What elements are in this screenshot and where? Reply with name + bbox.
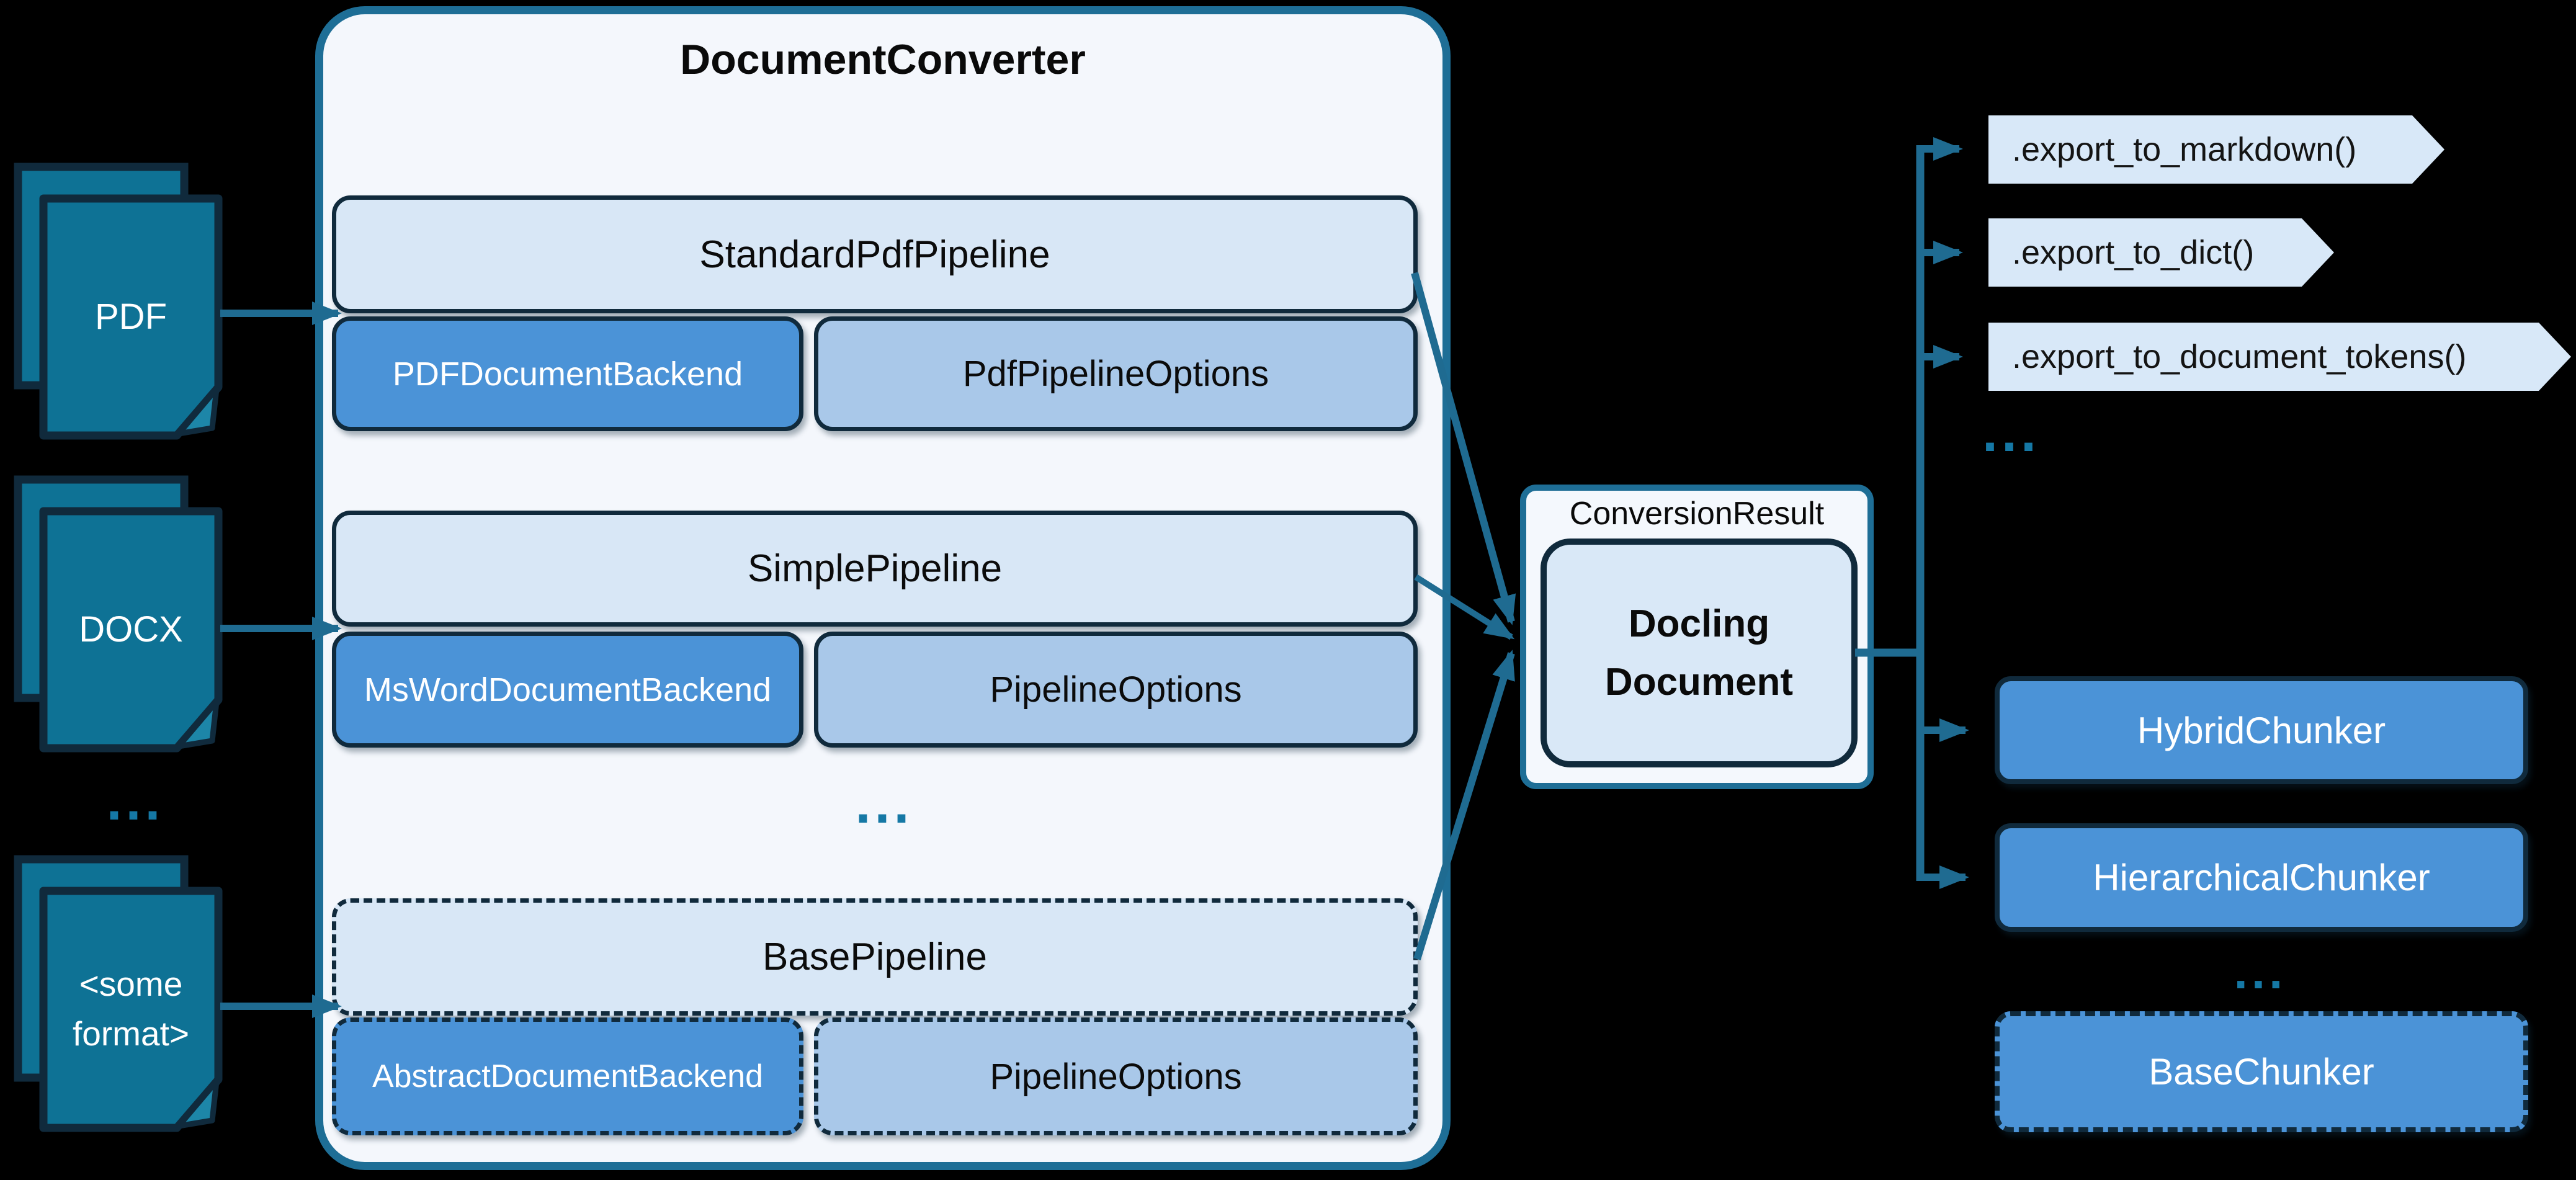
- export-to-markdown-chevron: .export_to_markdown(): [1988, 115, 2444, 184]
- pipeline-standard-pdf: StandardPdfPipeline: [332, 195, 1418, 313]
- docling-document-box: Docling Document: [1541, 539, 1858, 767]
- export-to-markdown-label: .export_to_markdown(): [2012, 131, 2357, 168]
- options-pdf-pipeline: PdfPipelineOptions: [814, 316, 1418, 431]
- inputs-ellipsis: ...: [106, 770, 164, 832]
- options-pipeline: PipelineOptions: [814, 632, 1418, 748]
- options-base-pipeline: PipelineOptions: [814, 1017, 1418, 1135]
- hybrid-chunker-label: HybridChunker: [2137, 709, 2386, 751]
- pdf-label: PDF: [43, 199, 218, 436]
- some-format-label: <some format>: [43, 891, 218, 1128]
- pipeline-simple: SimplePipeline: [332, 511, 1418, 627]
- backend-abstract-document-label: AbstractDocumentBackend: [372, 1058, 764, 1094]
- docx-label: DOCX: [43, 511, 218, 748]
- base-chunker-label: BaseChunker: [2149, 1051, 2374, 1093]
- some-format-label-line2: format>: [73, 1014, 189, 1053]
- some-format-label-line1: <some: [79, 965, 183, 1004]
- docx-folded-corner: [176, 699, 220, 749]
- pdf-document-icon: [14, 163, 223, 440]
- export-to-document-tokens-chevron: .export_to_document_tokens(): [1988, 323, 2571, 391]
- pdf-folded-corner: [176, 386, 220, 437]
- some-format-folded-corner: [176, 1078, 220, 1129]
- base-chunker-box: BaseChunker: [1995, 1011, 2528, 1132]
- docling-document-line2: Document: [1604, 660, 1794, 704]
- pipeline-base: BasePipeline: [332, 898, 1418, 1016]
- some-format-document-icon: [14, 855, 223, 1132]
- exports-ellipsis: ...: [1982, 401, 2041, 463]
- converter-ellipsis: ...: [855, 773, 913, 835]
- backend-pdf-document: PDFDocumentBackend: [332, 316, 803, 431]
- backend-msword-document: MsWordDocumentBackend: [332, 632, 803, 748]
- pipeline-base-label: BasePipeline: [763, 936, 987, 978]
- docling-document-line1: Docling: [1628, 602, 1770, 645]
- hierarchical-chunker-label: HierarchicalChunker: [2093, 857, 2430, 898]
- backend-pdf-document-label: PDFDocumentBackend: [392, 355, 743, 393]
- document-converter-title: DocumentConverter: [680, 36, 1086, 83]
- pipeline-standard-pdf-label: StandardPdfPipeline: [699, 233, 1050, 276]
- conversion-result-label: ConversionResult: [1569, 496, 1825, 532]
- docx-document-icon: [14, 475, 223, 753]
- export-to-document-tokens-label: .export_to_document_tokens(): [2012, 338, 2467, 375]
- options-pipeline-label: PipelineOptions: [990, 669, 1242, 710]
- export-to-dict-chevron: .export_to_dict(): [1988, 218, 2334, 287]
- options-pdf-pipeline-label: PdfPipelineOptions: [962, 354, 1269, 394]
- export-to-dict-label: .export_to_dict(): [2012, 234, 2255, 271]
- pdf-label-text: PDF: [95, 296, 167, 337]
- hierarchical-chunker-box: HierarchicalChunker: [1995, 823, 2528, 932]
- pipeline-simple-label: SimplePipeline: [747, 547, 1003, 590]
- backend-abstract-document: AbstractDocumentBackend: [332, 1017, 803, 1135]
- backend-msword-document-label: MsWordDocumentBackend: [364, 671, 772, 708]
- hybrid-chunker-box: HybridChunker: [1995, 676, 2528, 784]
- chunkers-ellipsis: ...: [2234, 944, 2287, 999]
- options-base-pipeline-label: PipelineOptions: [990, 1056, 1242, 1097]
- docx-label-text: DOCX: [79, 609, 183, 650]
